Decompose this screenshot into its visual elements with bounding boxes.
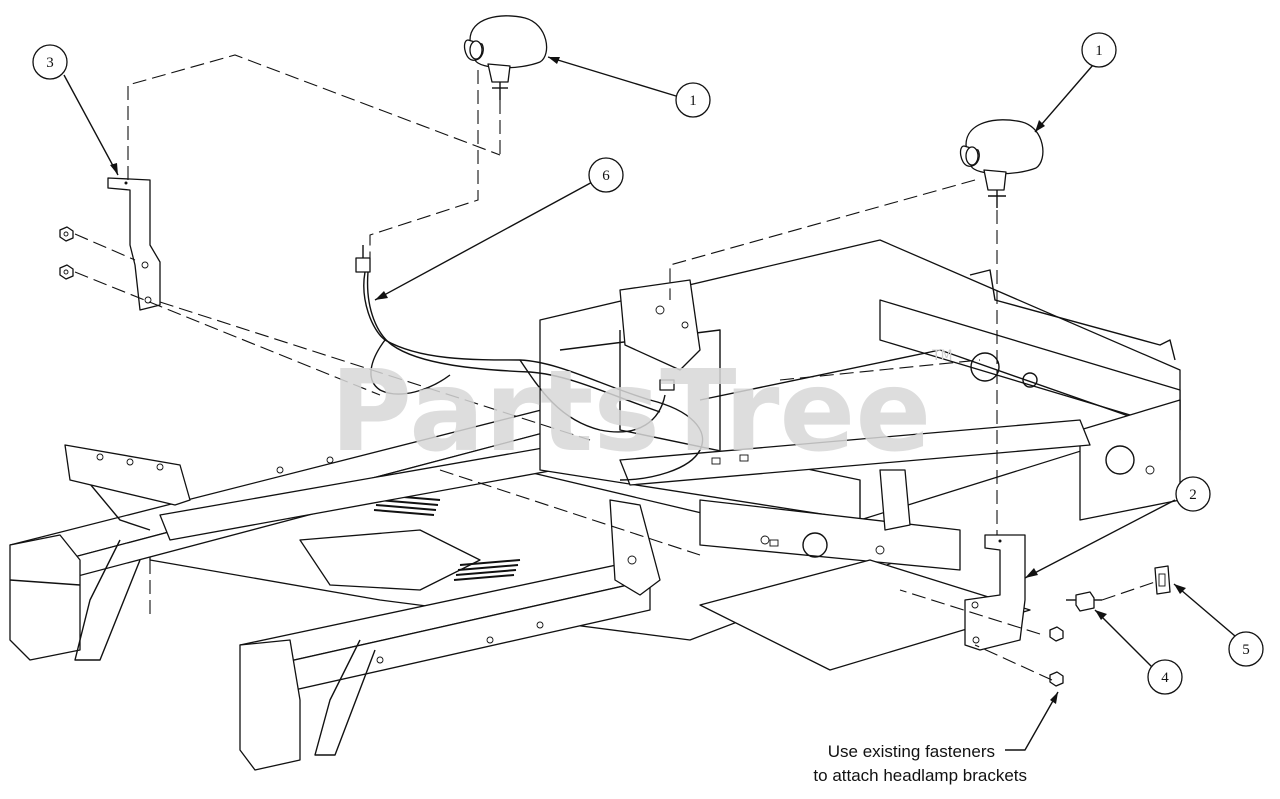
callout-6-label: 6 bbox=[602, 168, 610, 184]
headlamp-bracket-left bbox=[107, 177, 161, 311]
nut-right-lower bbox=[1049, 671, 1064, 687]
callout-2: 2 bbox=[1175, 476, 1211, 512]
callout-1-left-label: 1 bbox=[689, 93, 697, 109]
callout-1-right-label: 1 bbox=[1095, 43, 1103, 59]
mower-frame bbox=[9, 239, 1181, 771]
nut-right-upper bbox=[1049, 626, 1064, 642]
callout-1-right: 1 bbox=[1081, 32, 1117, 68]
assembly-lines bbox=[74, 54, 1156, 681]
headlamp-right bbox=[959, 119, 1044, 208]
callout-4: 4 bbox=[1147, 659, 1183, 695]
callout-5-label: 5 bbox=[1242, 642, 1250, 658]
callout-1-left: 1 bbox=[675, 82, 711, 118]
headlamp-left bbox=[463, 15, 548, 100]
switch-plate bbox=[1154, 565, 1171, 595]
callout-3-label: 3 bbox=[46, 55, 54, 71]
headlamp-bracket-right bbox=[964, 534, 1026, 651]
watermark: PartsTree TM bbox=[330, 347, 953, 477]
nut-left-lower bbox=[59, 264, 74, 280]
callout-5: 5 bbox=[1228, 631, 1264, 667]
callout-3: 3 bbox=[32, 44, 68, 80]
assembly-note-line-2: to attach headlamp brackets bbox=[813, 766, 1027, 785]
callout-2-label: 2 bbox=[1189, 487, 1197, 503]
watermark-text: PartsTree bbox=[330, 347, 931, 477]
callout-4-label: 4 bbox=[1161, 670, 1169, 686]
leader-lines bbox=[63, 56, 1236, 751]
callout-6: 6 bbox=[588, 157, 624, 193]
watermark-tm: TM bbox=[931, 348, 953, 364]
wiring-harness bbox=[355, 245, 704, 481]
assembly-note-line-1: Use existing fasteners bbox=[827, 742, 995, 761]
light-switch bbox=[1066, 591, 1102, 612]
nut-left-upper bbox=[59, 226, 74, 242]
